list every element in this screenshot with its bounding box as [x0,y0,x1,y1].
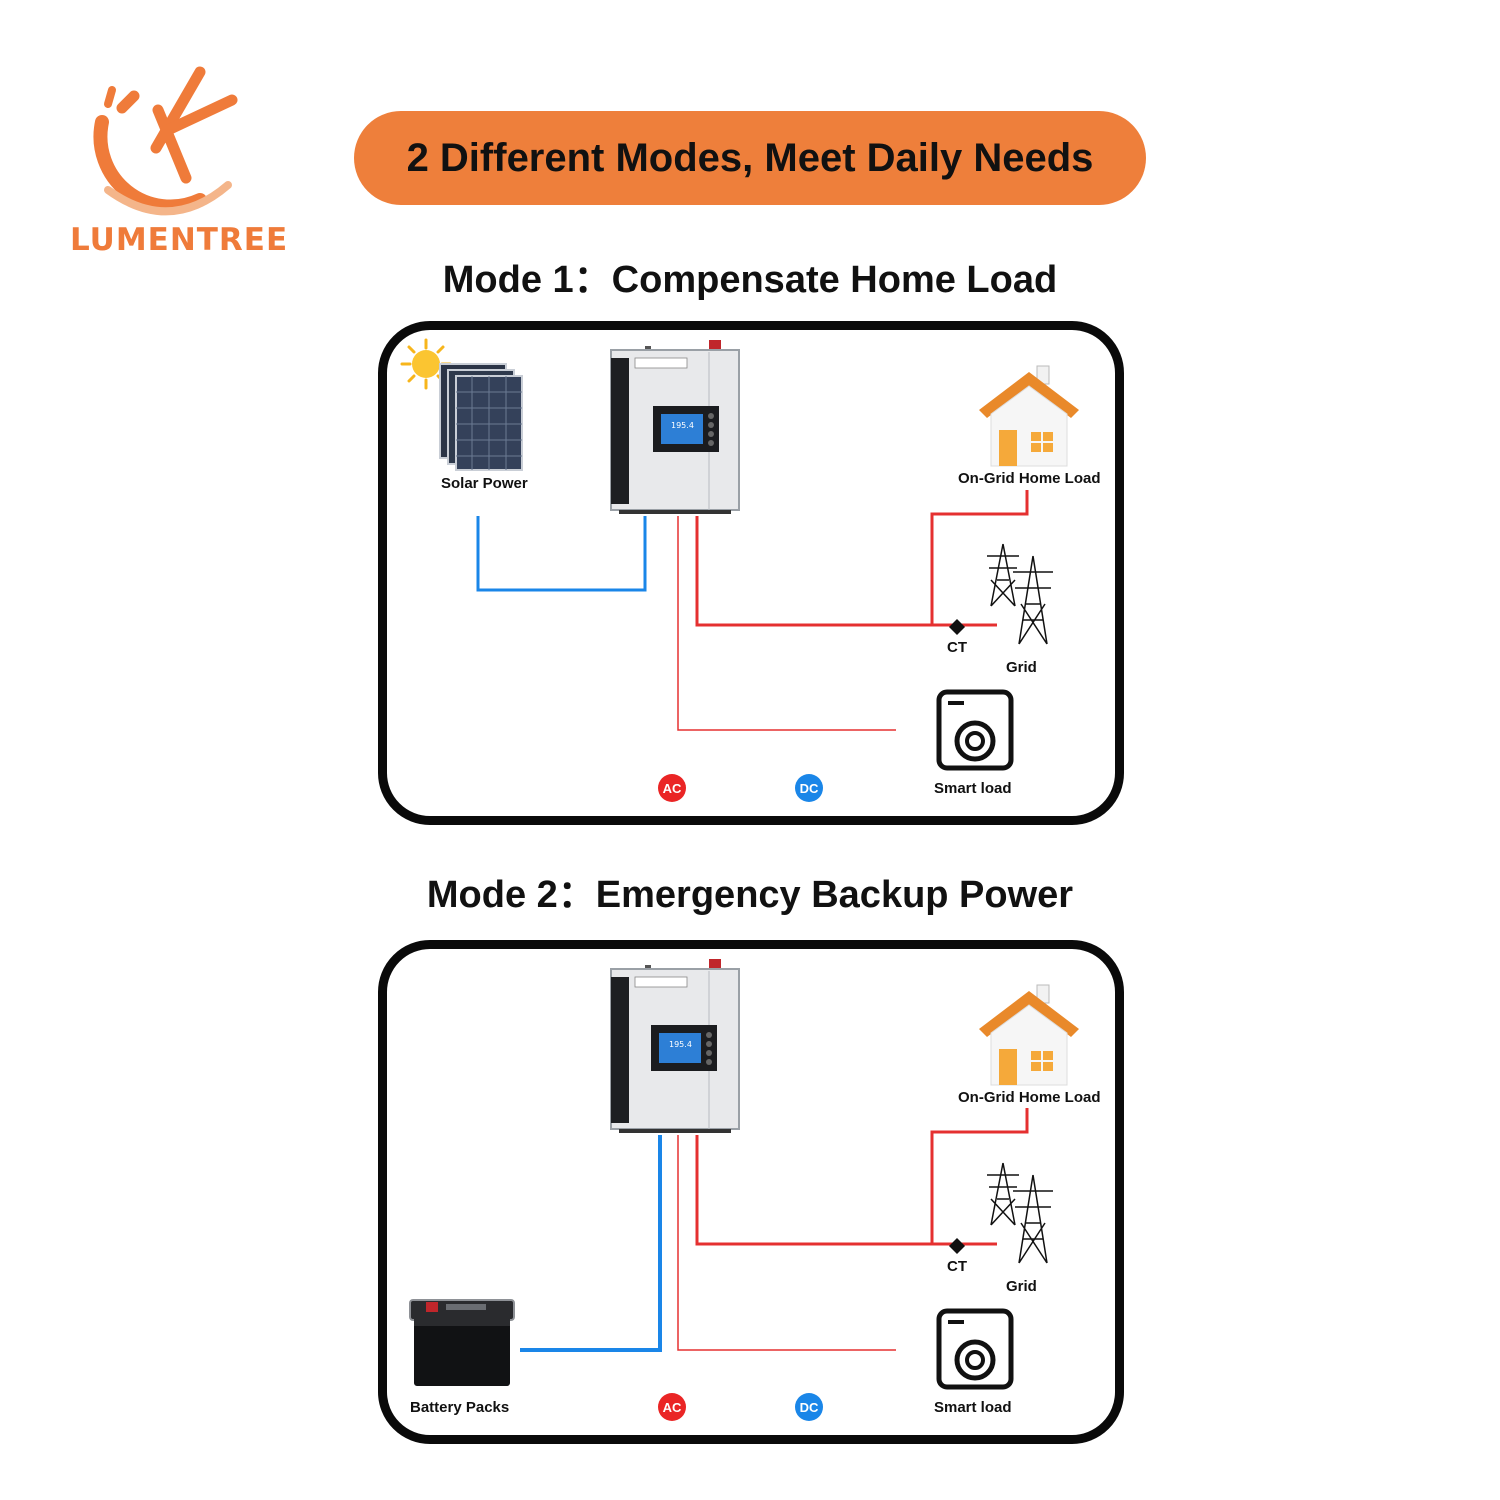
house-icon [979,365,1079,467]
home-load-label: On-Grid Home Load [958,470,1101,487]
inverter-icon: 195.4 [610,959,740,1133]
transmission-tower-icon [987,1162,1053,1264]
solar-panel-icon [439,363,523,471]
ct-label: CT [947,1258,967,1275]
washing-machine-icon [936,689,1014,771]
svg-text:195.4: 195.4 [669,1040,692,1049]
ac-badge: AC [658,774,686,802]
house-icon [979,984,1079,1086]
svg-text:195.4: 195.4 [671,421,694,430]
grid-label: Grid [1006,659,1037,676]
ac-badge: AC [658,1393,686,1421]
battery-icon [409,1299,515,1386]
transmission-tower-icon [987,543,1053,645]
lumentree-logo-icon [93,66,238,216]
mode1-title: Mode 1：Compensate Home Load [442,259,1058,301]
smart-load-label: Smart load [934,780,1012,797]
inverter-icon: 195.4 [610,340,740,514]
battery-packs-label: Battery Packs [410,1399,510,1416]
smart-load-label: Smart load [934,1399,1012,1416]
home-load-label: On-Grid Home Load [958,1089,1101,1106]
washing-machine-icon [936,1308,1014,1390]
brand-name: LUMENTREE [70,222,289,258]
headline-text: 2 Different Modes, Meet Daily Needs [406,135,1094,180]
ct-clamp-icon [949,619,965,635]
mode2-title: Mode 2：Emergency Backup Power [426,874,1074,916]
headline-banner: 2 Different Modes, Meet Daily Needs [354,111,1146,205]
ct-label: CT [947,639,967,656]
dc-badge: DC [795,1393,823,1421]
dc-badge: DC [795,774,823,802]
ct-clamp-icon [949,1238,965,1254]
solar-power-label: Solar Power [441,475,528,492]
grid-label: Grid [1006,1278,1037,1295]
